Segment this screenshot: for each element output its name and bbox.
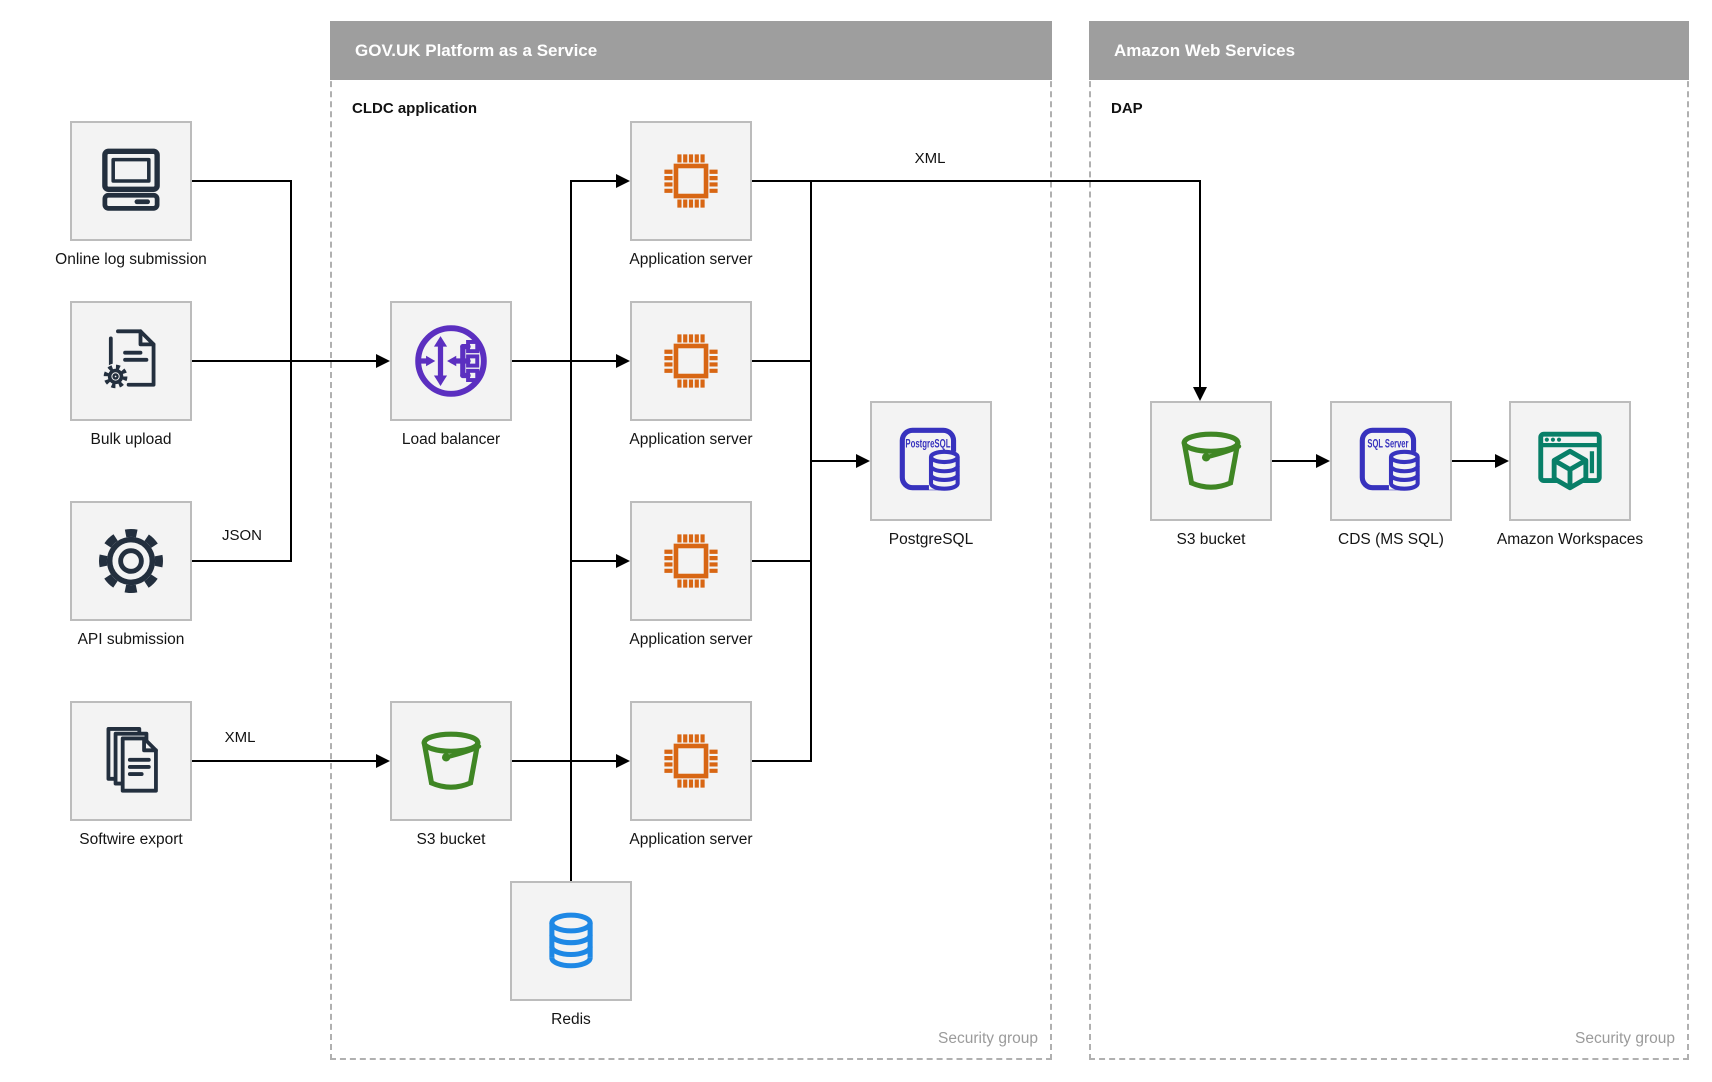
edge-cds-to-workspaces [1452, 460, 1495, 462]
node-s3-bucket-aws: S3 bucket [1150, 401, 1272, 548]
edge-bulk-to-lb [192, 360, 376, 362]
node-application-server-4: Application server [629, 701, 753, 848]
node-label: Application server [629, 251, 753, 268]
postgresql-icon: PostgreSQL [890, 420, 972, 502]
aws-title: Amazon Web Services [1114, 41, 1296, 60]
node-cds-mssql: SQL Server CDS (MS SQL) [1330, 401, 1452, 548]
edge-spine-to-app3 [571, 560, 616, 562]
node-label: Application server [629, 431, 753, 448]
edge-app1-to-aws [752, 180, 1201, 182]
node-application-server-3: Application server [629, 501, 753, 648]
arrow-into-workspaces [1495, 454, 1509, 468]
edge-s3aws-to-cds [1272, 460, 1316, 462]
node-label: Amazon Workspaces [1496, 531, 1644, 548]
node-label: Online log submission [55, 251, 207, 268]
node-application-server-1: Application server [629, 121, 753, 268]
node-label: S3 bucket [1176, 531, 1246, 548]
node-application-server-2: Application server [629, 301, 753, 448]
govuk-paas-header: GOV.UK Platform as a Service [330, 21, 1052, 80]
node-api-submission: API submission [70, 501, 192, 648]
node-label: Redis [551, 1011, 591, 1028]
chip-icon [654, 144, 728, 218]
edge-xml-down [1199, 180, 1201, 387]
node-amazon-workspaces: Amazon Workspaces [1497, 401, 1643, 548]
edge-input-spine [570, 180, 572, 882]
edge-softwire-to-s3 [192, 760, 376, 762]
edge-spine-to-app4 [571, 760, 616, 762]
edge-spine-to-postgres [811, 460, 856, 462]
node-label: S3 bucket [416, 831, 486, 848]
arrow-into-app3 [616, 554, 630, 568]
edge-api-out [192, 560, 292, 562]
arrow-into-s3-paas [376, 754, 390, 768]
edge-s3-to-spine [512, 760, 571, 762]
node-label: Load balancer [401, 431, 501, 448]
document-gear-icon [93, 323, 169, 399]
dap-label: DAP [1111, 100, 1143, 117]
sql-server-icon-text: SQL Server [1367, 438, 1408, 451]
govuk-paas-title: GOV.UK Platform as a Service [355, 41, 598, 60]
arrow-into-app4 [616, 754, 630, 768]
edge-spine-to-app1 [571, 180, 616, 182]
edge-app4-out [752, 760, 811, 762]
edge-output-spine [810, 180, 812, 762]
node-online-log-submission: Online log submission [55, 121, 207, 268]
arrow-into-app2 [616, 354, 630, 368]
computer-icon [93, 143, 169, 219]
aws-header: Amazon Web Services [1089, 21, 1689, 80]
redis-database-icon [535, 905, 607, 977]
node-redis: Redis [510, 881, 632, 1028]
node-label: Application server [629, 631, 753, 648]
chip-icon [654, 524, 728, 598]
govuk-security-group-label: Security group [938, 1030, 1038, 1047]
edge-app3-out [752, 560, 811, 562]
s3-bucket-icon [412, 722, 490, 800]
json-edge-label: JSON [221, 527, 262, 544]
cldc-application-label: CLDC application [352, 100, 478, 117]
arrow-into-app1 [616, 174, 630, 188]
arrow-into-s3-aws [1193, 387, 1207, 401]
edge-lb-to-spine [512, 360, 571, 362]
chip-icon [654, 324, 728, 398]
workspaces-icon [1531, 422, 1609, 500]
chip-icon [654, 724, 728, 798]
arrow-into-cds [1316, 454, 1330, 468]
load-balancer-icon [409, 319, 493, 403]
edge-app2-out [752, 360, 811, 362]
edge-merge-vertical [290, 180, 292, 562]
edge-online-log-out [192, 180, 292, 182]
edge-spine-to-app2 [571, 360, 616, 362]
aws-security-group-label: Security group [1575, 1030, 1675, 1047]
xml-softwire-edge-label: XML [224, 729, 256, 746]
node-label: CDS (MS SQL) [1338, 531, 1444, 548]
node-label: PostgreSQL [888, 531, 974, 548]
node-label: Bulk upload [90, 431, 172, 448]
node-postgresql: PostgreSQL PostgreSQL [870, 401, 992, 548]
xml-dap-edge-label: XML [914, 150, 946, 167]
node-s3-bucket-paas: S3 bucket [390, 701, 512, 848]
node-bulk-upload: Bulk upload [70, 301, 192, 448]
arrow-into-postgres [856, 454, 870, 468]
sql-server-icon: SQL Server [1350, 420, 1432, 502]
arrow-into-load-balancer [376, 354, 390, 368]
s3-bucket-icon [1172, 422, 1250, 500]
node-load-balancer: Load balancer [390, 301, 512, 448]
node-label: Softwire export [79, 831, 183, 848]
gear-icon [92, 522, 170, 600]
node-label: Application server [629, 831, 753, 848]
postgresql-icon-text: PostgreSQL [905, 438, 950, 451]
node-softwire-export: Softwire export [70, 701, 192, 848]
node-label: API submission [77, 631, 185, 648]
stacked-documents-icon [93, 723, 169, 799]
